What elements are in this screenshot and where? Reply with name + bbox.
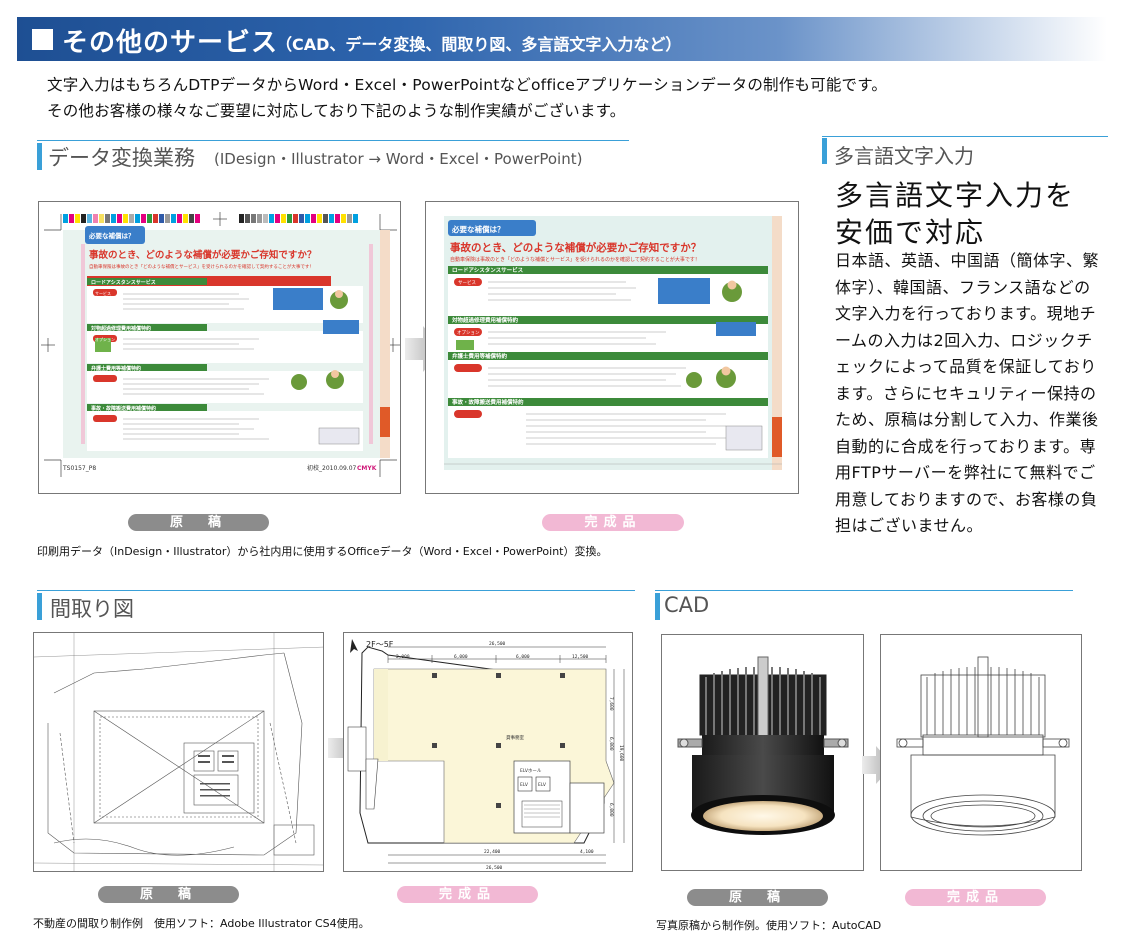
- cad-section-line: [655, 590, 1073, 591]
- original-document-illustration: TS0157_P8 初校_2010.09.07 CMYK 必要な補償は？ 事故の…: [41, 212, 400, 477]
- finished-label-cad: 完成品: [905, 889, 1046, 906]
- floorplan-section-line: [37, 590, 635, 591]
- original-document-frame: TS0157_P8 初校_2010.09.07 CMYK 必要な補償は？ 事故の…: [38, 201, 401, 494]
- finished-label-floorplan: 完成品: [397, 886, 538, 903]
- original-option-tag: オプション: [95, 336, 115, 342]
- floor-label: 2F〜5F: [366, 640, 394, 649]
- finished-cad-drawing-frame: [880, 634, 1082, 871]
- original-cad-photo: [677, 656, 849, 835]
- finished-floorplan-drawing: 2F〜5F 26,500 2,000 6,000 6,000 12,500 22…: [347, 639, 625, 871]
- original-label-cad: 原 稿: [687, 889, 828, 906]
- original-cmyk: CMYK: [357, 465, 377, 472]
- finished-document-illustration: 必要な補償は？ 事故のとき、どのような補償が必要かご存知ですか？ 自動車保険は事…: [444, 216, 782, 470]
- original-row-3: 弁護士費用等補償特約: [91, 365, 141, 372]
- hall-label: ELVホール: [520, 768, 542, 774]
- section-bar: [37, 143, 42, 170]
- multilang-headline-1: 多言語文字入力を: [835, 179, 1076, 212]
- multilang-body: 日本語、英語、中国語（簡体字、繁体字）、韓国語、フランス語などの文字入力を行って…: [835, 251, 1100, 535]
- right-arrow-icon: [405, 326, 443, 372]
- floorplan-caption: 不動産の間取り制作例 使用ソフト：Adobe Illustrator CS4使用…: [33, 917, 370, 930]
- finished-row-3: 弁護士費用等補償特約: [452, 352, 508, 360]
- right-arrow-icon: [862, 746, 893, 784]
- room-label: 貸事務室: [506, 734, 524, 741]
- original-floorplan-drawing: [34, 633, 323, 871]
- intro-line-2: その他お客様の様々なご要望に対応しており下記のような制作実績がございます。: [47, 102, 626, 120]
- section-line: [37, 140, 629, 141]
- finished-cad-drawing: [896, 656, 1070, 836]
- dim-right-b: 6,000: [608, 737, 614, 751]
- finished-document-frame: 必要な補償は？ 事故のとき、どのような補償が必要かご存知ですか？ 自動車保険は事…: [425, 201, 799, 494]
- finished-label-conversion: 完成品: [542, 514, 684, 531]
- data-conversion-caption: 印刷用データ（InDesign・Illustrator）から社内用に使用するOf…: [37, 545, 608, 558]
- original-subline: 自動車保険は事故のとき「どのような補償とサービス」を受けられるのかを確認して契約…: [89, 263, 314, 270]
- floorplan-section-bar: [37, 593, 42, 620]
- elevator-label-2: ELV: [538, 782, 547, 788]
- page-title: その他のサービス: [62, 28, 279, 58]
- original-service-tag: サービス: [95, 290, 111, 296]
- finished-row-1: ロードアシスタンスサービス: [452, 266, 524, 274]
- header-bar: [17, 17, 1107, 61]
- dim-top-d: 12,500: [572, 654, 589, 660]
- original-headline: 事故のとき、どのような補償が必要かご存知ですか？: [89, 249, 316, 261]
- finished-row-2: 対物超過修理費用補償特約: [451, 316, 519, 324]
- finished-option-tag: オプション: [457, 330, 480, 336]
- finished-subline: 自動車保険は事故のとき「どのような補償とサービス」を受けられるのかを確認して契約…: [450, 256, 700, 263]
- floorplan-title: 間取り図: [50, 597, 134, 621]
- original-cad-photo-frame: [661, 634, 864, 871]
- cad-title: CAD: [664, 593, 710, 617]
- dim-top-a: 2,000: [396, 654, 410, 660]
- dim-bottom-a: 22,400: [484, 849, 501, 855]
- original-label-conversion: 原 稿: [128, 514, 269, 531]
- original-footer-left: TS0157_P8: [62, 465, 96, 472]
- original-row-1: ロードアシスタンスサービス: [91, 279, 156, 286]
- north-arrow-icon: [350, 639, 358, 653]
- intro-line-1: 文字入力はもちろんDTPデータからWord・Excel・PowerPointなど…: [47, 76, 888, 94]
- original-floorplan-frame: [33, 632, 324, 872]
- elevator-label-1: ELV: [520, 782, 529, 788]
- original-footer-right: 初校_2010.09.07: [307, 464, 357, 472]
- dim-right-c: 6,000: [608, 803, 614, 817]
- original-badge: 必要な補償は？: [89, 231, 135, 240]
- multilang-section-line: [822, 136, 1108, 137]
- dim-bottom-total: 26,500: [486, 865, 503, 871]
- original-label-floorplan: 原 稿: [98, 886, 239, 903]
- finished-floorplan-frame: 2F〜5F 26,500 2,000 6,000 6,000 12,500 22…: [343, 632, 633, 872]
- finished-headline: 事故のとき、どのような補償が必要かご存知ですか？: [450, 241, 701, 254]
- dim-right-a: 7,600: [608, 697, 614, 711]
- dim-top-total: 26,500: [489, 641, 506, 647]
- page-subtitle: （CAD、データ変換、間取り図、多言語文字入力など）: [276, 35, 682, 54]
- data-conversion-subtitle: (IDesign・Illustrator → Word・Excel・PowerP…: [214, 150, 583, 168]
- multilang-headline-2: 安価で対応: [835, 216, 986, 249]
- dim-bottom-b: 4,100: [580, 849, 594, 855]
- finished-row-4: 事故・故障搬送費用補償特約: [452, 398, 524, 406]
- dim-top-c: 6,000: [516, 654, 530, 660]
- cad-caption: 写真原稿から制作例。使用ソフト：AutoCAD: [656, 919, 882, 932]
- data-conversion-title: データ変換業務: [48, 146, 195, 170]
- finished-service-tag: サービス: [458, 279, 476, 286]
- dim-right-total: 19,600: [618, 745, 624, 762]
- header-square-icon: [32, 29, 53, 50]
- original-row-4: 事故・故障搬送費用補償特約: [91, 405, 156, 412]
- multilang-section-bar: [822, 138, 827, 164]
- finished-badge: 必要な補償は？: [451, 224, 505, 234]
- dim-top-b: 6,000: [454, 654, 468, 660]
- multilang-title: 多言語文字入力: [834, 144, 974, 168]
- original-row-2: 対物超過修理費用補償特約: [90, 325, 151, 332]
- cad-section-bar: [655, 593, 660, 620]
